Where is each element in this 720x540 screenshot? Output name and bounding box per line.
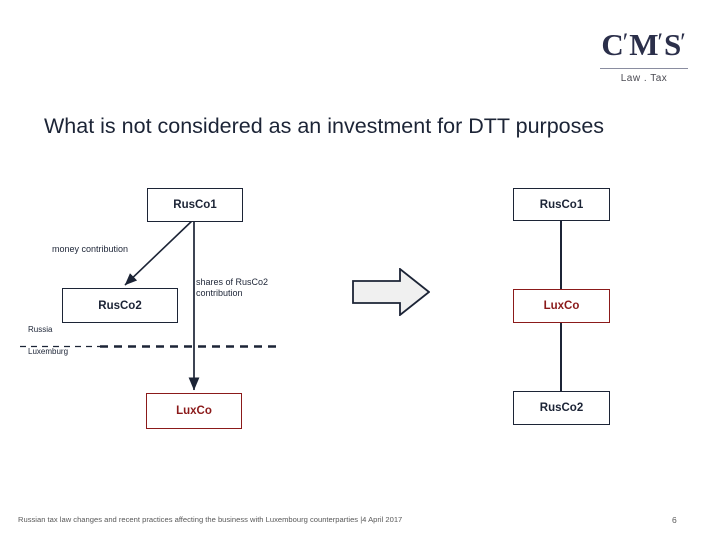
edge-label-shares-line-1: shares of RusCo2 — [196, 277, 269, 287]
edge-label-shares-contribution: shares of RusCo2 contribution — [196, 277, 296, 299]
left-box-rusco2[interactable]: RusCo2 — [62, 288, 178, 323]
right-connector-luxco-rusco2 — [560, 322, 562, 392]
jurisdiction-label-luxemburg: Luxemburg — [28, 347, 69, 356]
right-connector-rusco1-luxco — [560, 220, 562, 290]
cms-logo-tick-1: ′ — [622, 29, 629, 56]
left-box-luxco[interactable]: LuxCo — [146, 393, 242, 429]
cms-logo-tagline: Law . Tax — [620, 73, 668, 84]
cms-logo-divider — [600, 68, 688, 69]
left-box-rusco1[interactable]: RusCo1 — [147, 188, 243, 222]
jurisdiction-label-russia: Russia — [28, 325, 53, 334]
cms-logo-letter-m: M — [629, 27, 659, 62]
right-box-rusco1[interactable]: RusCo1 — [513, 188, 610, 221]
right-box-luxco[interactable]: LuxCo — [513, 289, 610, 323]
cms-logo: C′M′S′ Law . Tax — [596, 28, 692, 84]
slide-title: What is not considered as an investment … — [44, 114, 605, 138]
right-box-rusco2[interactable]: RusCo2 — [513, 391, 610, 425]
shares-contribution-arrow — [188, 220, 200, 391]
cms-logo-tick-3: ′ — [680, 29, 686, 56]
edge-label-shares-line-2: contribution — [196, 288, 243, 298]
cms-logo-letter-s: S — [663, 27, 682, 62]
footer-page-number: 6 — [672, 515, 677, 525]
transformation-arrow-icon — [352, 268, 430, 316]
cms-logo-letter-c: C — [601, 27, 624, 62]
jurisdiction-divider — [20, 345, 282, 348]
cms-logo-wordmark: C′M′S′ — [596, 28, 692, 65]
edge-label-money-contribution: money contribution — [52, 244, 129, 254]
cms-logo-tick-2: ′ — [657, 29, 663, 56]
footer-text: Russian tax law changes and recent pract… — [18, 515, 403, 524]
money-contribution-arrow — [124, 218, 195, 286]
